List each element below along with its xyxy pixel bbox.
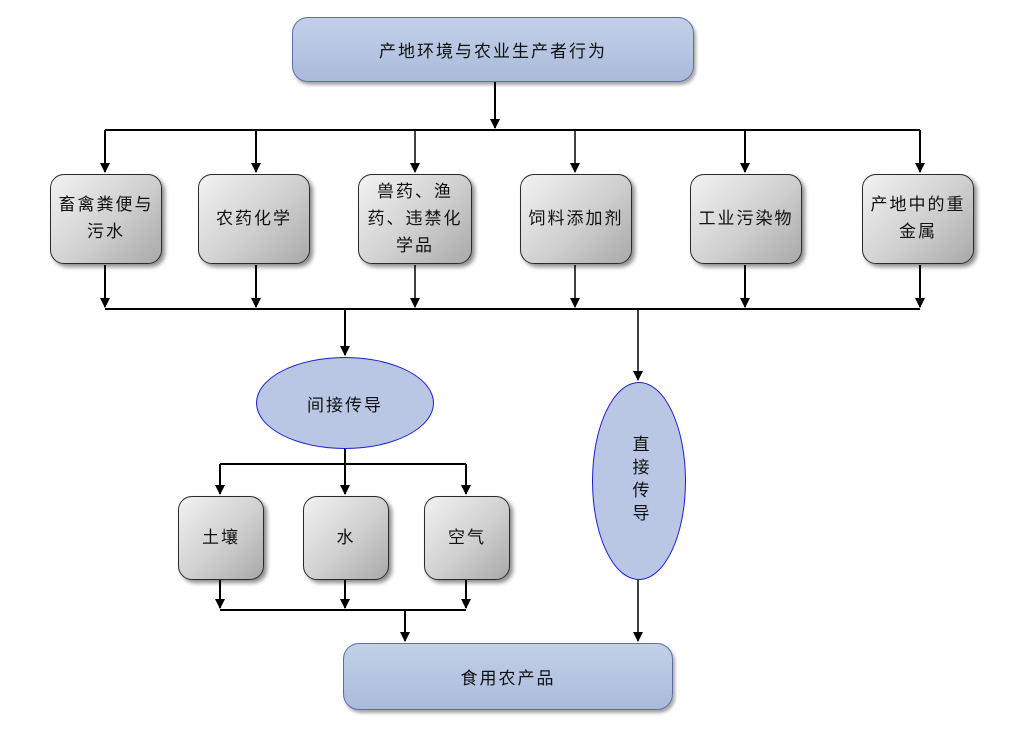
source-feed: 饲料添加剂 [520,174,632,264]
source-industrial: 工业污染物 [690,174,802,264]
medium-soil: 土壤 [178,496,264,580]
indirect-transmission-node: 间接传导 [256,357,434,449]
direct-transmission-node: 直接传导 [592,382,686,580]
source-livestock: 畜禽粪便与污水 [50,174,162,264]
source-heavy-metal: 产地中的重金属 [862,174,974,264]
medium-air: 空气 [424,496,510,580]
product-node: 食用农产品 [343,643,673,710]
medium-water: 水 [303,496,389,580]
root-node: 产地环境与农业生产者行为 [292,17,694,82]
source-pesticide: 农药化学 [198,174,310,264]
source-vet-drugs: 兽药、渔药、违禁化学品 [358,174,472,264]
